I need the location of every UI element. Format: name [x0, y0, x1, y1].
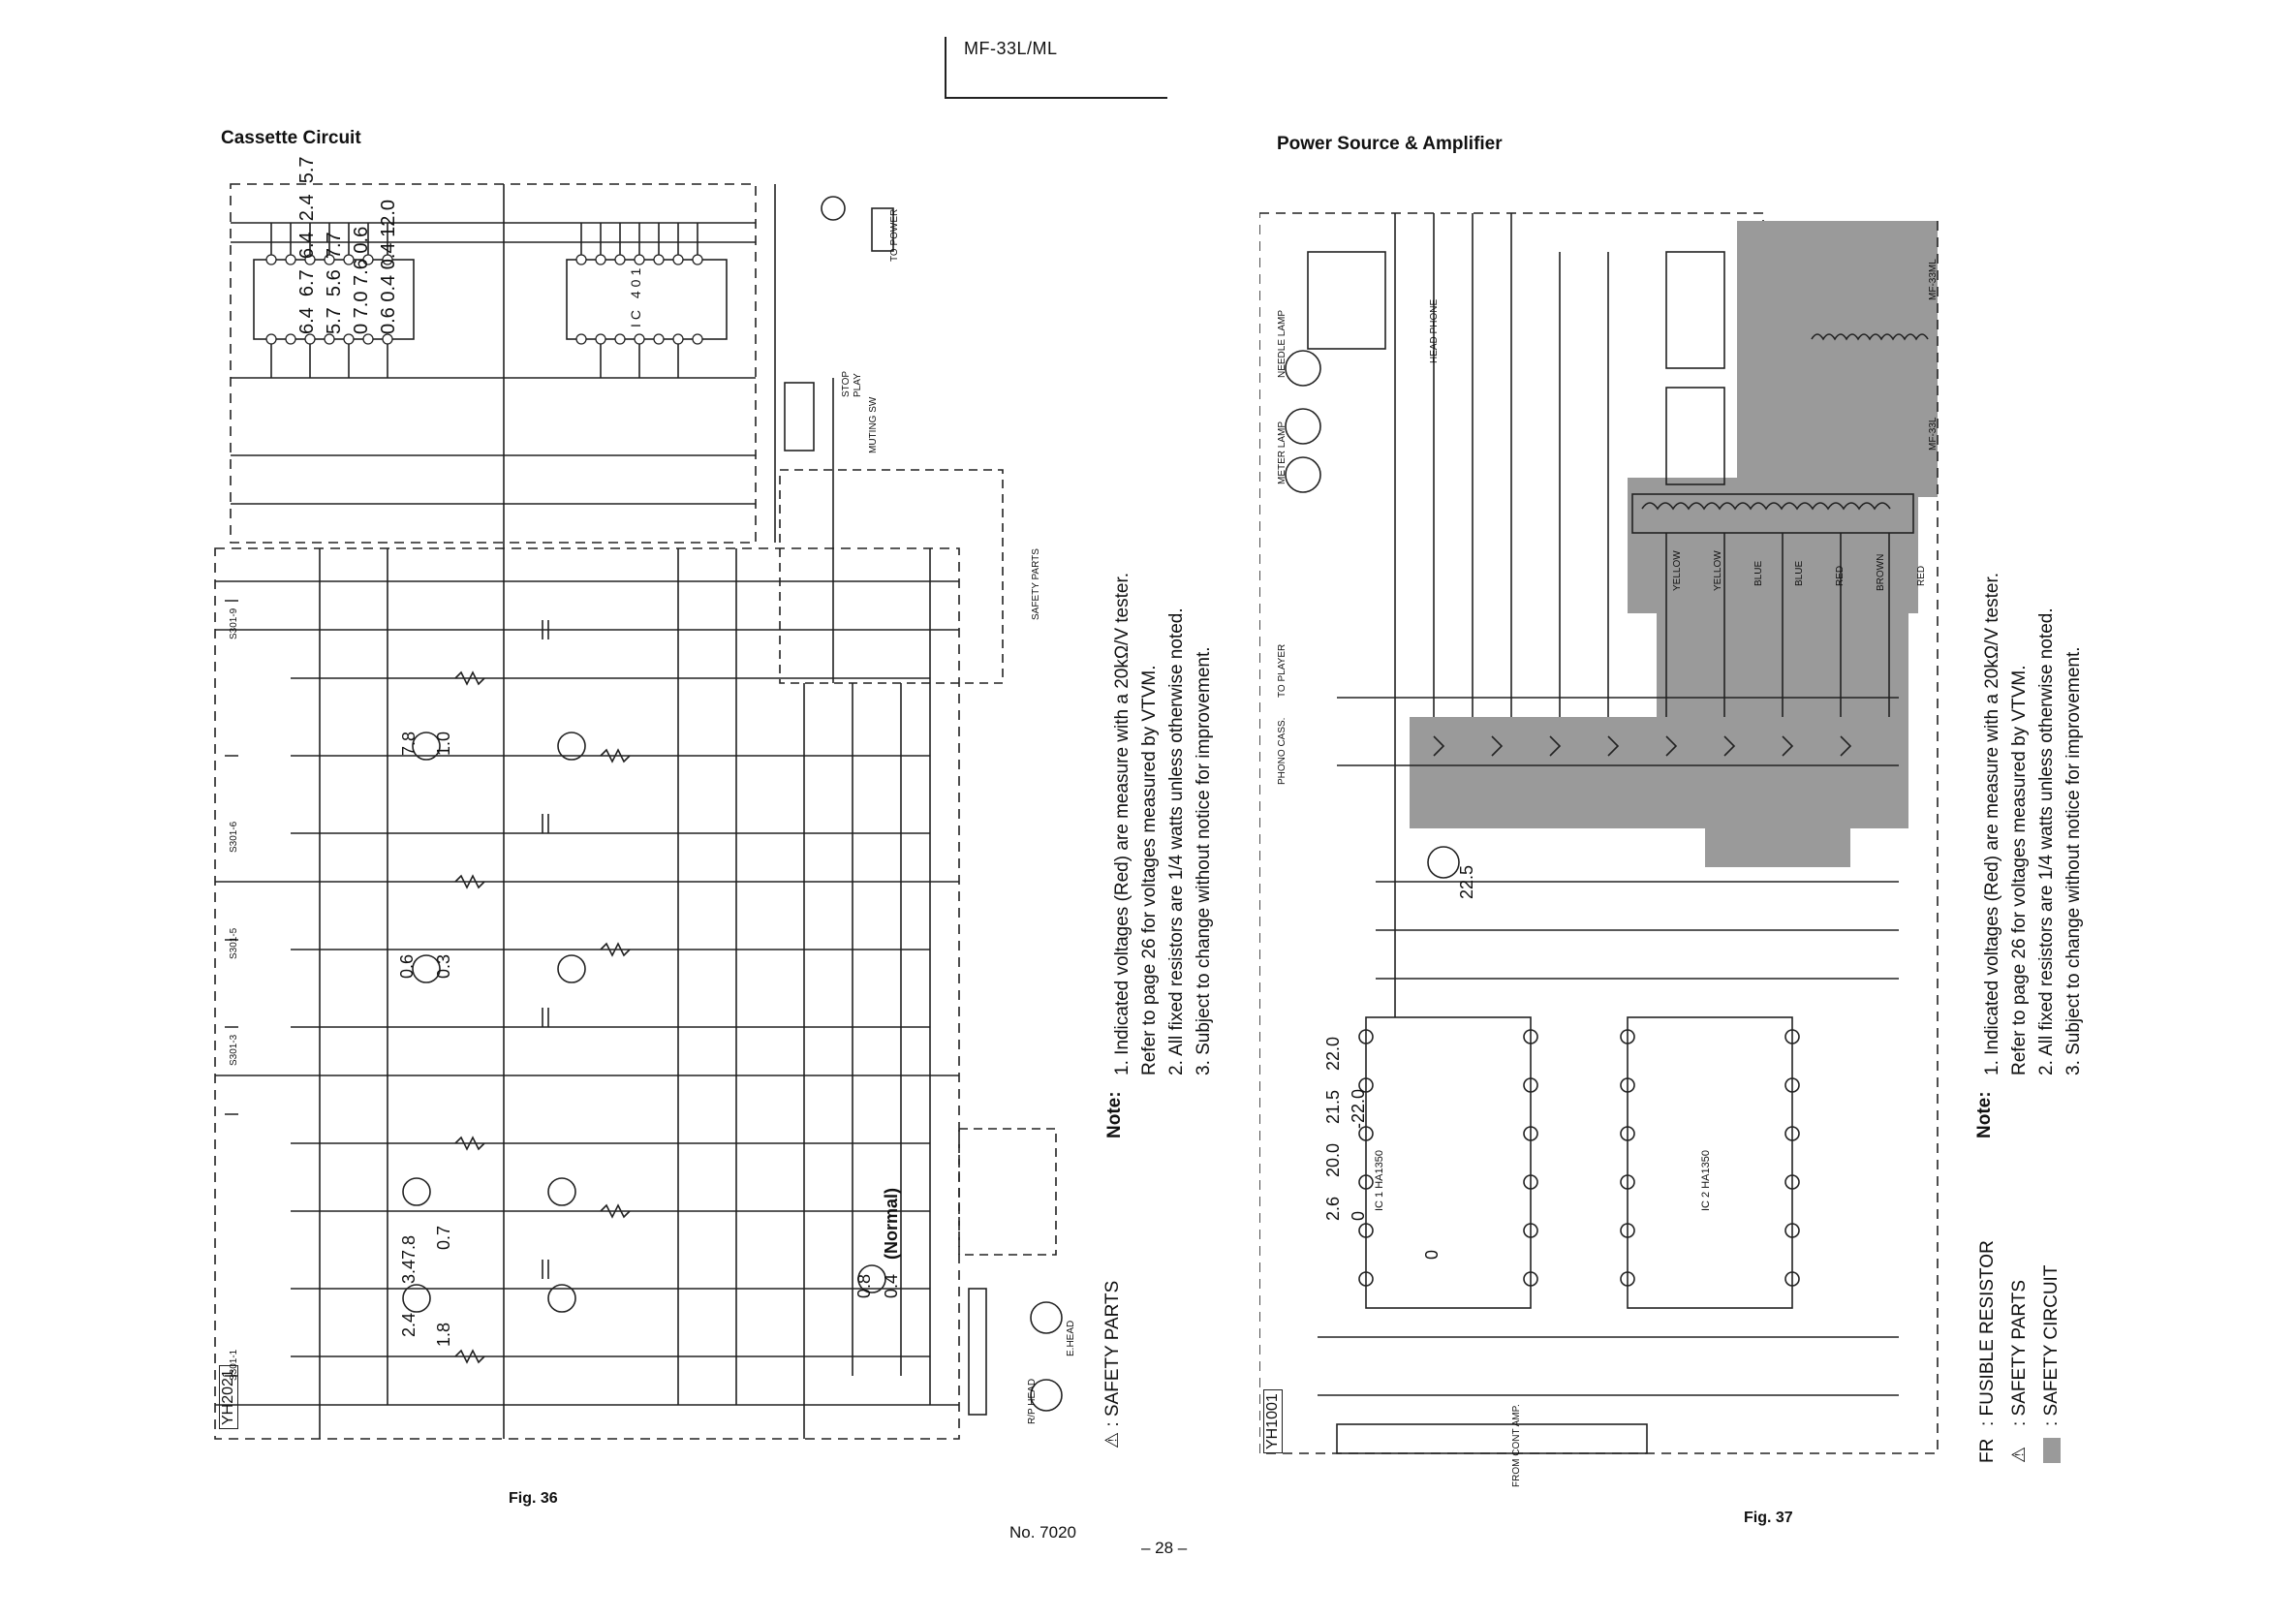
stop-label: STOP: [841, 370, 852, 397]
page-number: – 28 –: [1141, 1539, 1188, 1557]
to-player-label: TO PLAYER: [1277, 643, 1288, 698]
wire-blue-2: BLUE: [1794, 560, 1805, 586]
note-item-2: 2. All fixed resistors are 1/4 watts unl…: [1166, 608, 1187, 1075]
legend-safety-parts: ⚠: SAFETY PARTS: [2003, 1240, 2035, 1463]
shaded-area-swatch: [2042, 1438, 2061, 1463]
switch-label-3: S301-3: [229, 1034, 239, 1066]
ic-voltage-220: 22.0: [1323, 1036, 1343, 1071]
transistor-voltage-2: 0.3: [434, 953, 453, 979]
ic-401-label: IC 401: [628, 264, 643, 327]
ic-voltage-0b: 0: [1422, 1249, 1442, 1260]
switch-label-6: S301-6: [229, 821, 239, 853]
legend: FR: FUSIBLE RESISTOR ⚠: SAFETY PARTS : S…: [1971, 1240, 2067, 1463]
transistor-voltage-3: 7.8: [399, 731, 419, 756]
needle-lamp-label: NEEDLE LAMP: [1277, 309, 1288, 378]
model-number: MF-33L/ML: [964, 39, 1058, 58]
power-block-label: YH1001: [1263, 1389, 1283, 1453]
wire-yellow-2: YELLOW: [1713, 550, 1723, 591]
power-amp-schematic: [1259, 212, 1939, 1454]
warning-triangle-icon: ⚠: [1102, 1431, 1123, 1449]
play-label: PLAY: [853, 373, 863, 397]
transistor-voltage-5: 7.8: [399, 1234, 419, 1260]
meter-lamp-label: METER LAMP: [1277, 421, 1288, 484]
ic-voltages-right-2: 0.6 0.4 0.4 12.0: [378, 199, 399, 334]
notes-list: 1. Indicated voltages (Red) are measure …: [1109, 573, 1218, 1075]
wire-yellow-1: YELLOW: [1672, 550, 1683, 591]
ic-voltages-left-2: 5.7 5.6 7.7: [324, 232, 345, 334]
ic-voltage-0a: 0: [1349, 1210, 1368, 1221]
from-cont-amp-label: FROM CONT AMP.: [1511, 1404, 1522, 1487]
wire-red-1: RED: [1835, 565, 1846, 586]
legend-safety-circuit: : SAFETY CIRCUIT: [2035, 1240, 2067, 1463]
fig-36-caption: Fig. 36: [509, 1490, 558, 1507]
ic-voltage-26: 2.6: [1323, 1196, 1343, 1221]
switch-label-5: S301-5: [229, 927, 239, 959]
header-frame: [945, 37, 1167, 99]
ic-voltage-215: 21.5: [1323, 1089, 1343, 1124]
rp-head-label: R/P HEAD: [1027, 1378, 1038, 1424]
wire-brown: BROWN: [1876, 553, 1886, 591]
transistor-voltage-q1: 22.5: [1457, 864, 1476, 899]
cassette-circuit-title: Cassette Circuit: [221, 128, 361, 148]
note-item-2-right: 2. All fixed resistors are 1/4 watts unl…: [2036, 608, 2057, 1075]
notes-list-right: 1. Indicated voltages (Red) are measure …: [1979, 573, 2088, 1075]
fig-37-caption: Fig. 37: [1744, 1510, 1793, 1526]
notes-block: Note:: [1104, 1091, 1125, 1138]
ic-voltage-neg220: -22.0: [1349, 1088, 1368, 1129]
phono-cass-label: PHONO CASS.: [1277, 717, 1288, 785]
switch-label-9: S301-9: [229, 608, 239, 639]
legend-fusible-resistor: FR: FUSIBLE RESISTOR: [1971, 1240, 2003, 1463]
note-item-3: 3. Subject to change without notice for …: [1194, 646, 1214, 1075]
ic-voltage-200: 20.0: [1323, 1142, 1343, 1177]
transistor-voltage-9: 3.4: [399, 1259, 419, 1284]
note-item-1: 1. Indicated voltages (Red) are measure …: [1112, 572, 1132, 1075]
safety-parts-note: ⚠ : SAFETY PARTS: [1102, 1280, 1123, 1449]
ic-voltages-left: 6.4 6.7 6.4 2.4 5.7: [296, 156, 318, 334]
mf-33l-label: MF-33L: [1928, 417, 1939, 451]
head-phone-label: HEAD PHONE: [1429, 298, 1440, 363]
note-item-1b-right: Refer to page 26 for voltages measured b…: [2009, 665, 2030, 1076]
transistor-voltage-1: 0.6: [397, 953, 417, 979]
safety-parts-inline-label: SAFETY PARTS: [1031, 548, 1041, 620]
muting-sw-label: MUTING SW: [868, 396, 879, 453]
transistor-voltage-6: 0.7: [434, 1225, 453, 1250]
notes-block-right: Note:: [1974, 1091, 1995, 1138]
transistor-voltage-4: 1.0: [434, 731, 453, 756]
transistor-voltage-8: 2.4: [399, 1312, 419, 1337]
to-power-label: TO POWER: [889, 208, 900, 262]
transistor-voltage-11: 0.4: [882, 1273, 901, 1298]
wire-red-2: RED: [1916, 565, 1927, 586]
warning-triangle-icon: ⚠: [2009, 1446, 2030, 1463]
note-item-3-right: 3. Subject to change without notice for …: [2063, 646, 2084, 1075]
e-head-label: E.HEAD: [1066, 1320, 1076, 1356]
ic1-label: IC 1 HA1350: [1374, 1150, 1385, 1211]
ic-voltages-right: 0 7.0 7.6 0.6: [351, 226, 372, 334]
cassette-circuit-schematic: [214, 183, 1063, 1440]
note-item-1-right: 1. Indicated voltages (Red) are measure …: [1982, 572, 2002, 1075]
ic2-label: IC 2 HA1350: [1700, 1150, 1712, 1211]
normal-annotation: (Normal): [882, 1187, 901, 1260]
fr-symbol: FR: [1977, 1438, 1998, 1463]
mf-33ml-label: MF-33ML: [1928, 259, 1939, 300]
document-number: No. 7020: [1009, 1523, 1076, 1542]
transistor-voltage-7: 1.8: [434, 1322, 453, 1347]
power-amp-title: Power Source & Amplifier: [1277, 134, 1503, 154]
note-item-1b: Refer to page 26 for voltages measured b…: [1139, 665, 1160, 1076]
transistor-voltage-10: 0.8: [854, 1273, 874, 1298]
switch-label-1: S301-1: [229, 1349, 239, 1381]
wire-blue-1: BLUE: [1753, 560, 1764, 586]
